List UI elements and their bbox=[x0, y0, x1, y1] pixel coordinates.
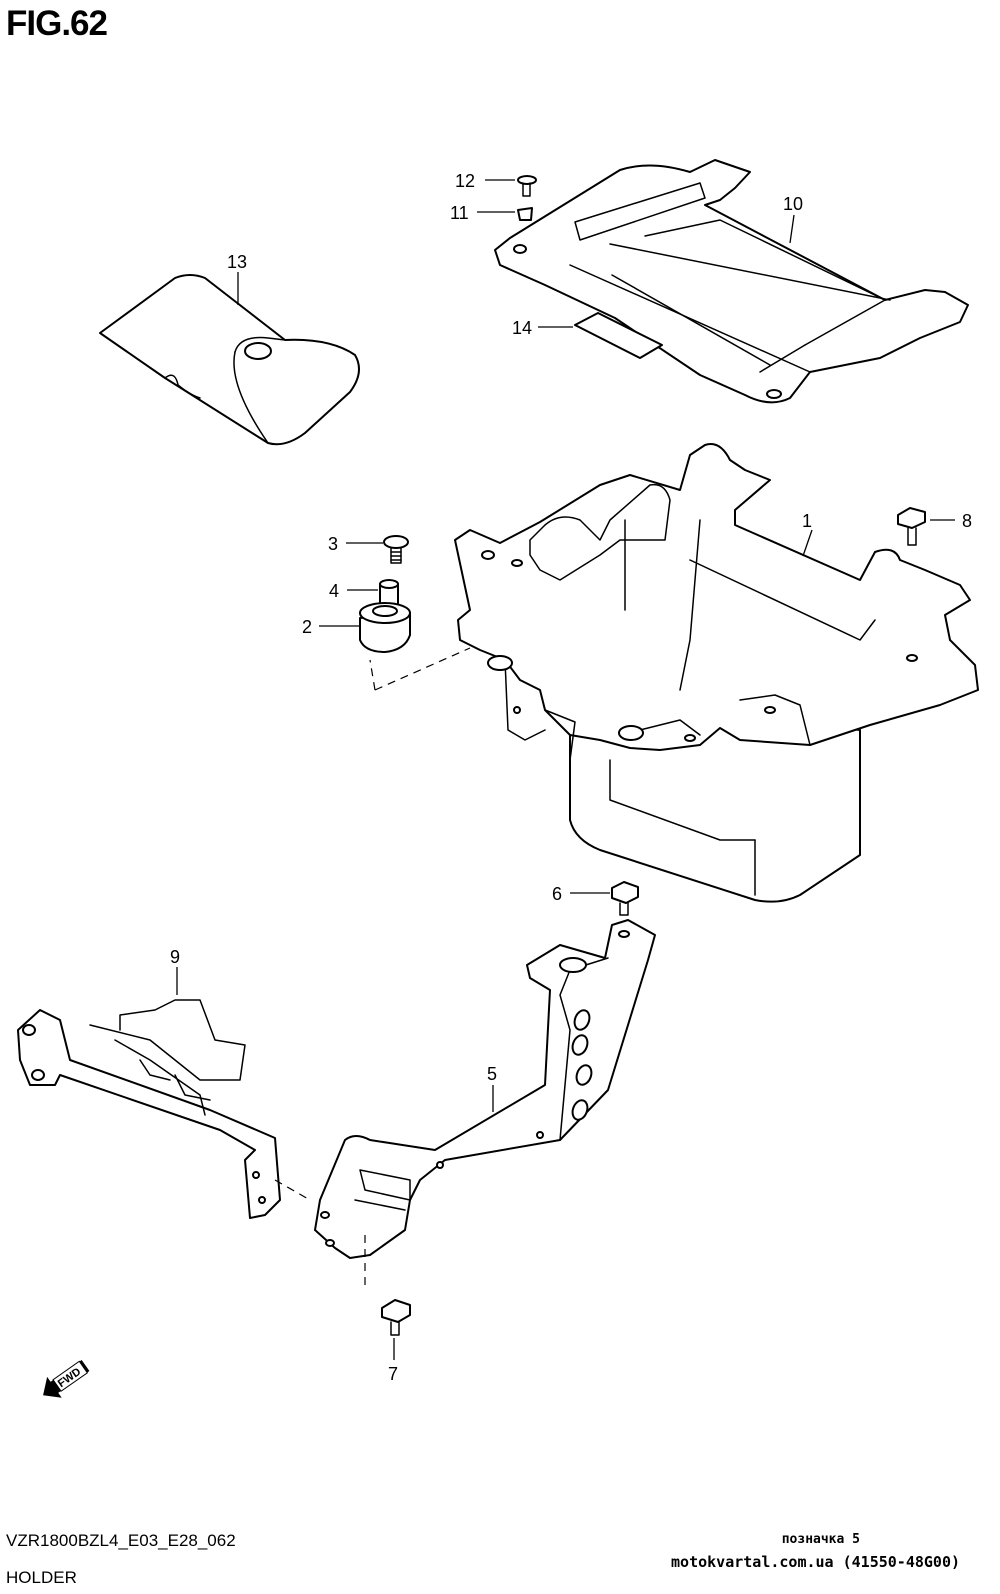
callout-5: 5 bbox=[487, 1064, 497, 1084]
part-1-holder bbox=[454, 443, 979, 903]
leader-10 bbox=[789, 214, 795, 244]
part-12-clip bbox=[517, 175, 537, 197]
callout-4: 4 bbox=[329, 581, 339, 601]
part-14-pad bbox=[574, 312, 663, 359]
callout-7: 7 bbox=[388, 1364, 398, 1384]
part-3-screw bbox=[383, 535, 409, 564]
figure-title: FIG.62 bbox=[6, 4, 108, 43]
part-5-bracket bbox=[314, 919, 656, 1259]
leader-1 bbox=[802, 529, 813, 557]
model-code: VZR1800BZL4_E03_E28_062 bbox=[6, 1531, 236, 1550]
part-9-bracket bbox=[17, 999, 281, 1219]
callout-12: 12 bbox=[455, 171, 475, 191]
watermark-line-2: motokvartal.com.ua (41550-48G00) bbox=[671, 1553, 960, 1571]
watermark-line-1: позначка 5 bbox=[781, 1532, 860, 1547]
callout-8: 8 bbox=[962, 511, 972, 531]
callout-3: 3 bbox=[328, 534, 338, 554]
part-7-bolt bbox=[381, 1299, 411, 1336]
part-6-bolt bbox=[611, 881, 639, 916]
part-10-tray bbox=[494, 159, 969, 404]
part-4-sleeve bbox=[379, 579, 399, 606]
part-2-cushion bbox=[359, 602, 411, 653]
callout-10: 10 bbox=[783, 194, 803, 214]
part-13-pad bbox=[99, 274, 360, 446]
callout-11: 11 bbox=[450, 203, 469, 223]
callout-14: 14 bbox=[512, 318, 532, 338]
fwd-arrow-icon: FWD bbox=[43, 1359, 90, 1398]
callout-1: 1 bbox=[802, 511, 812, 531]
part-11-nut bbox=[517, 207, 533, 221]
part-8-bolt bbox=[897, 507, 926, 546]
callout-9: 9 bbox=[170, 947, 180, 967]
callout-2: 2 bbox=[302, 617, 312, 637]
section-name: HOLDER bbox=[6, 1568, 77, 1587]
callout-6: 6 bbox=[552, 884, 562, 904]
callout-13: 13 bbox=[227, 252, 247, 272]
